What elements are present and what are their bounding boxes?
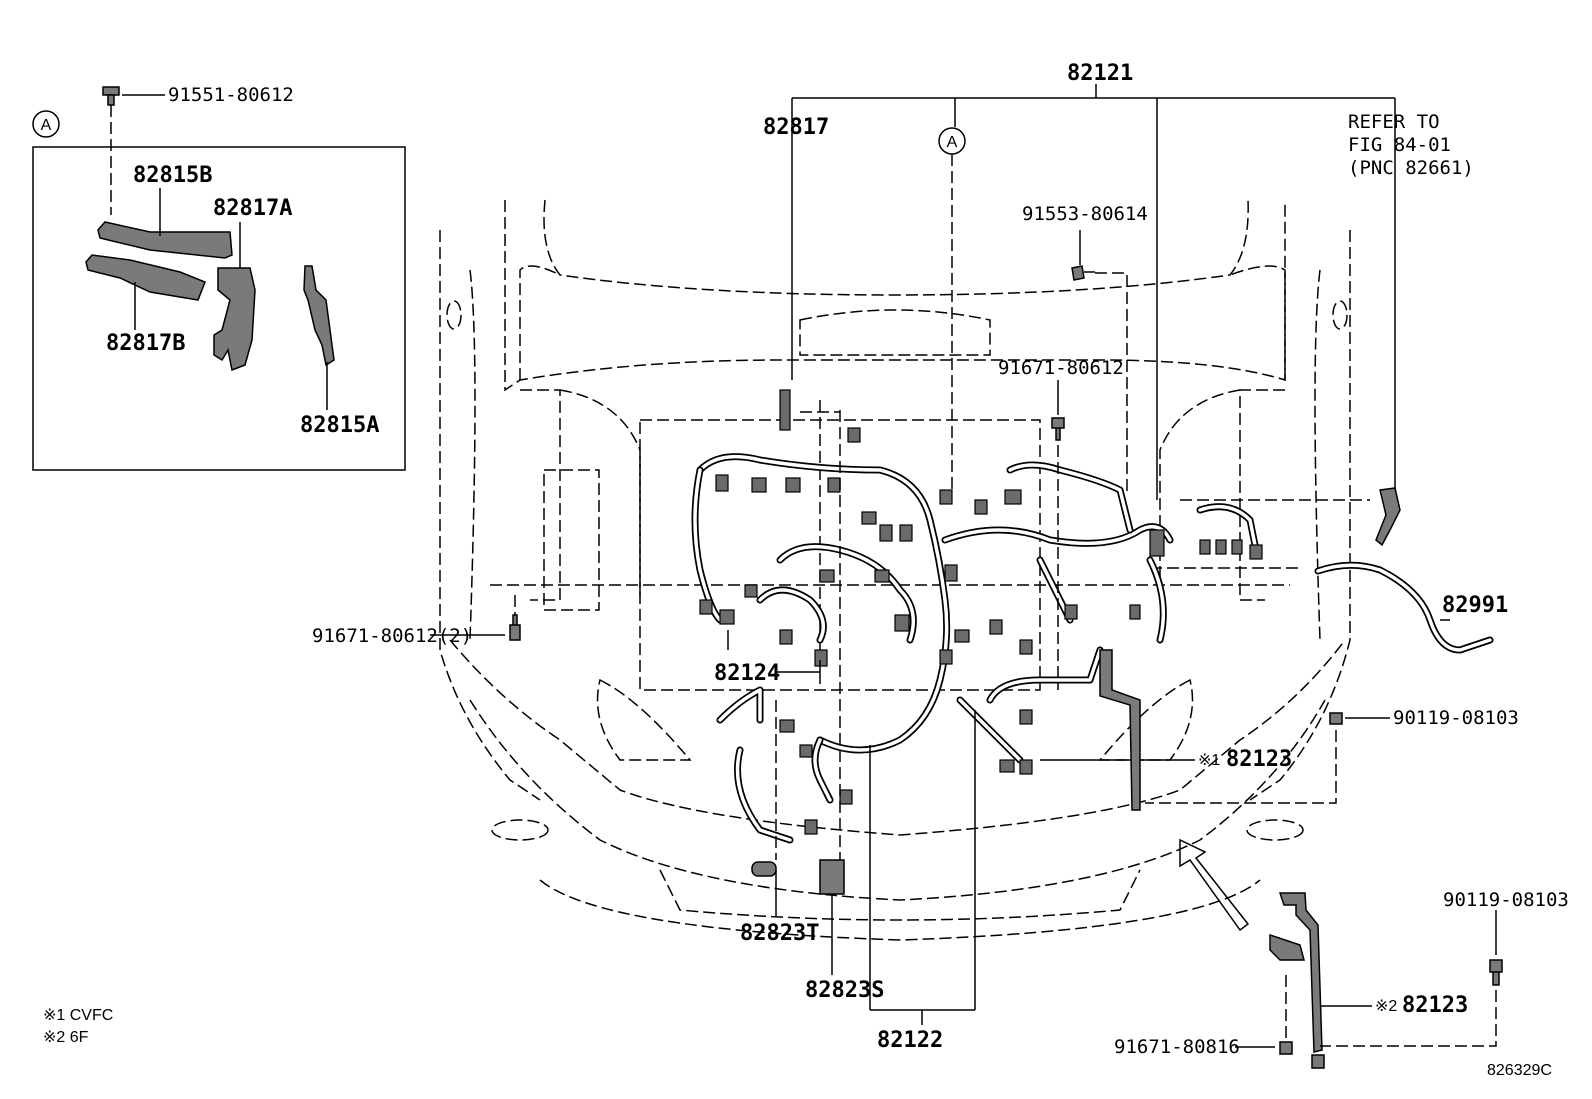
- bracket-82815a: [303, 265, 335, 367]
- cover-82817a: [213, 267, 256, 372]
- bracket-82123-cvfc: [1099, 649, 1141, 811]
- bolt-icon: [102, 86, 120, 106]
- refer-line-3: (PNC 82661): [1348, 157, 1474, 179]
- part-labels: 82121 82817 REFER TO FIG 84-01 (PNC 8266…: [312, 61, 1569, 1058]
- bolt-82123-bottom-icon: [1311, 1054, 1325, 1069]
- label-82815b: 82815B: [133, 163, 212, 188]
- bolt-91671-left-icon: [509, 614, 521, 641]
- inset-panel: A 91551-80612 82815B 82817B 82817A 82815…: [32, 84, 406, 471]
- label-82817: 82817: [763, 115, 829, 140]
- connector-82661-ref: [1375, 487, 1401, 547]
- inset-callout-circle: [32, 110, 60, 138]
- label-91671-80612-top: 91671-80612: [998, 357, 1124, 379]
- bracket-82815b: [97, 221, 233, 259]
- bolt-91671-top-icon: [1051, 417, 1065, 441]
- label-91671-80816: 91671-80816: [1114, 1036, 1240, 1058]
- label-82817b: 82817B: [106, 331, 185, 356]
- cover-82817b: [85, 254, 206, 301]
- cap-82823t: [751, 861, 777, 877]
- relay-block-82823s: [819, 859, 845, 895]
- note-6f: ※2 6F: [43, 1029, 89, 1046]
- label-82823t: 82823T: [740, 921, 819, 946]
- note-cvfc: ※1 CVFC: [43, 1007, 113, 1024]
- inset-callout-letter: A: [41, 117, 52, 134]
- label-82991: 82991: [1442, 593, 1508, 618]
- label-82124: 82124: [714, 661, 780, 686]
- refer-line-1: REFER TO: [1348, 111, 1440, 133]
- inset-frame: [32, 146, 406, 471]
- engine-wire-harness: [691, 389, 1263, 895]
- refer-line-2: FIG 84-01: [1348, 134, 1451, 156]
- mark-6f: ※2: [1375, 998, 1397, 1015]
- figure-id: 826329C: [1487, 1062, 1552, 1079]
- bracket-82123-6f: [1278, 892, 1323, 1053]
- label-90119-08103-right: 90119-08103: [1393, 707, 1519, 729]
- label-90119-08103-bottom: 90119-08103: [1443, 889, 1569, 911]
- label-82815a: 82815A: [300, 413, 379, 438]
- label-82123-cvfc: 82123: [1226, 747, 1292, 772]
- label-82817a: 82817A: [213, 196, 292, 221]
- label-82823s: 82823S: [805, 978, 884, 1003]
- label-91553-80614: 91553-80614: [1022, 203, 1148, 225]
- label-82122: 82122: [877, 1028, 943, 1053]
- vehicle-outline: [439, 199, 1370, 941]
- label-91551-80612: 91551-80612: [168, 84, 294, 106]
- mark-cvfc: ※1: [1198, 752, 1220, 769]
- label-82123-6f: 82123: [1402, 993, 1468, 1018]
- leader-lines: A: [430, 84, 1503, 1069]
- bolt-90119-bottom-icon: [1489, 959, 1503, 986]
- bolt-90119-right-icon: [1329, 712, 1343, 725]
- direction-arrow-icon: [1179, 838, 1250, 932]
- label-82121: 82121: [1067, 61, 1133, 86]
- main-callout-letter: A: [947, 134, 958, 151]
- label-91671-80612-2: 91671-80612(2): [312, 625, 472, 647]
- bolt-91671-bottom-icon: [1279, 1041, 1293, 1055]
- bolt-91553-icon: [1071, 265, 1095, 281]
